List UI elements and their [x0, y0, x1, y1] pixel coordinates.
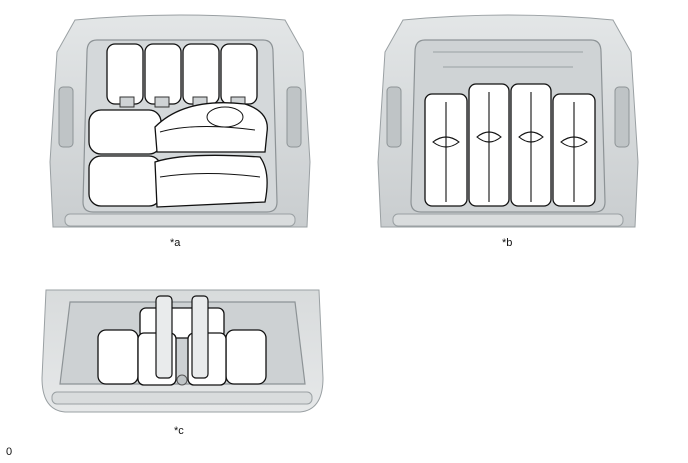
figure-b-caption: *b	[502, 237, 513, 249]
document-code: 0	[6, 446, 13, 458]
right-pillar-b	[614, 86, 630, 148]
figure-c-illustration	[40, 288, 325, 418]
figure-a-caption: *a	[170, 237, 181, 249]
bumper-b	[392, 213, 624, 227]
horizontal-golf-bags-a	[88, 102, 268, 208]
figure-b-illustration	[373, 12, 643, 232]
right-pillar-a	[286, 86, 302, 148]
figure-c-caption: *c	[174, 425, 184, 437]
bumper-c	[51, 391, 313, 405]
bumper-a	[64, 213, 296, 227]
center-rods-c	[155, 295, 209, 379]
left-pillar-a	[58, 86, 74, 148]
seat-supports-a	[119, 96, 246, 108]
left-pillar-b	[386, 86, 402, 148]
figure-a-illustration	[45, 12, 315, 232]
